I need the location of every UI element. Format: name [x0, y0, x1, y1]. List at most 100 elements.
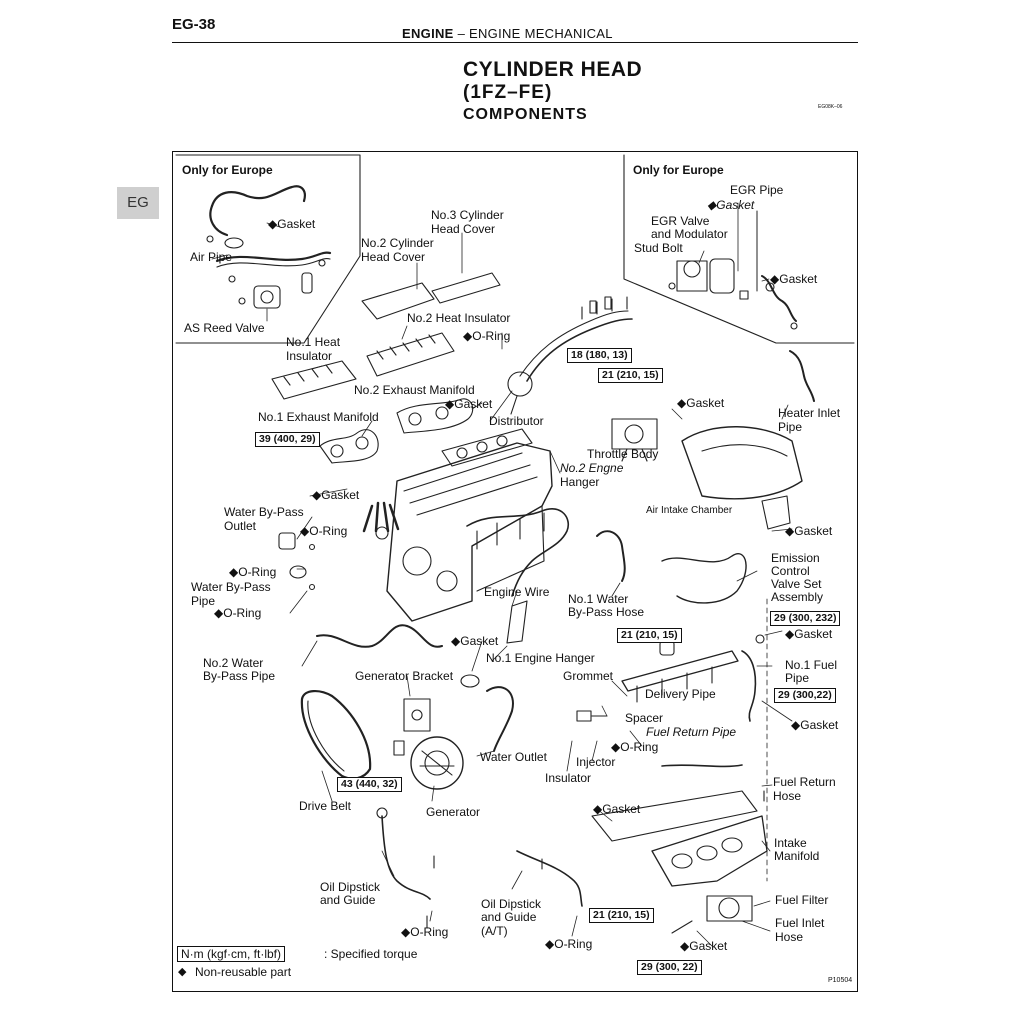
label-engine-wire: Engine Wire — [484, 585, 550, 599]
label-egr-pipe: EGR Pipe — [730, 183, 784, 197]
label-generator: Generator — [426, 805, 481, 819]
label-no1-water-bypass-hose: No.1 Water — [568, 592, 629, 606]
label-air-intake-chamber: Air Intake Chamber — [646, 505, 733, 516]
label-no1-exhaust-manifold: No.1 Exhaust Manifold — [258, 410, 379, 424]
label-injector: Injector — [576, 755, 616, 769]
exploded-parts-drawing — [172, 151, 855, 947]
label-gasket: ◆Gasket — [268, 217, 316, 231]
label-o-ring: ◆O-Ring — [229, 565, 277, 579]
label-spacer: Spacer — [625, 711, 664, 725]
label-drive-belt: Drive Belt — [299, 799, 352, 813]
section-title-bold: ENGINE — [402, 26, 454, 41]
label-no3-cylinder-head-cover: Head Cover — [431, 222, 496, 236]
label-fuel-return-hose: Hose — [773, 789, 802, 803]
label-only-for-europe-right: Only for Europe — [633, 163, 724, 177]
label-oil-dipstick-and-guide-at: Oil Dipstick — [481, 897, 542, 911]
europe-inset-right-border — [623, 154, 855, 344]
page-subtitle: COMPONENTS — [463, 106, 588, 123]
page-title: CYLINDER HEAD — [463, 58, 643, 81]
torque-spec: 18 (180, 13) — [567, 348, 632, 363]
label-no2-cylinder-head-cover: No.2 Cylinder — [361, 236, 434, 250]
europe-inset-left-border — [175, 154, 361, 344]
label-grommet: Grommet — [563, 669, 614, 683]
legend-non-reusable-text: Non-reusable part — [195, 965, 292, 979]
label-emission-control-valve-set: Valve Set — [771, 577, 822, 591]
label-no1-fuel-pipe: Pipe — [785, 671, 810, 685]
document-code: EG08K–06 — [818, 104, 843, 110]
label-no1-fuel-pipe: No.1 Fuel — [785, 658, 838, 672]
engine-model: (1FZ–FE) — [463, 82, 553, 103]
label-oil-dipstick-and-guide-at: and Guide — [481, 910, 537, 924]
label-gasket: ◆Gasket — [791, 718, 839, 732]
label-oil-dipstick-and-guide: and Guide — [320, 893, 376, 907]
label-gasket: ◆Gasket — [785, 524, 833, 538]
label-emission-control-valve-set: Emission — [771, 551, 820, 565]
label-distributor: Distributor — [489, 414, 544, 428]
label-emission-control-valve-set: Control — [771, 564, 810, 578]
label-no2-water-bypass-pipe: By-Pass Pipe — [203, 669, 276, 683]
label-fuel-filter: Fuel Filter — [775, 893, 829, 907]
label-intake-manifold: Intake — [774, 836, 807, 850]
label-gasket: ◆Gasket — [593, 802, 641, 816]
label-water-bypass-outlet: Water By-Pass — [224, 505, 304, 519]
label-insulator: Insulator — [545, 771, 592, 785]
label-stud-bolt: Stud Bolt — [634, 241, 683, 255]
label-delivery-pipe: Delivery Pipe — [645, 687, 716, 701]
label-egr-valve: EGR Valve — [651, 214, 710, 228]
label-o-ring: ◆O-Ring — [214, 606, 262, 620]
label-oil-dipstick-and-guide: Oil Dipstick — [320, 880, 381, 894]
label-no2-water-bypass-pipe: No.2 Water — [203, 656, 264, 670]
label-generator-bracket: Generator Bracket — [355, 669, 454, 683]
label-water-bypass-outlet: Outlet — [224, 519, 257, 533]
torque-spec: 29 (300,22) — [774, 688, 836, 703]
label-emission-control-valve-set: Assembly — [771, 590, 824, 604]
torque-spec: 29 (300, 22) — [637, 960, 702, 975]
torque-spec: 39 (400, 29) — [255, 432, 320, 447]
diagram-frame — [172, 151, 858, 992]
label-no2-cylinder-head-cover: Head Cover — [361, 250, 426, 264]
label-air-pipe: Air Pipe — [190, 250, 233, 264]
legend-torque-text: : Specified torque — [324, 947, 418, 961]
label-o-ring: ◆O-Ring — [463, 329, 511, 343]
legend-non-reusable-mark: ◆ — [178, 966, 187, 978]
label-and-modulator: and Modulator — [651, 227, 728, 241]
section-title-rest: – ENGINE MECHANICAL — [453, 26, 613, 41]
label-heater-inlet-pipe: Heater Inlet — [778, 406, 841, 420]
label-gasket: ◆Gasket — [445, 397, 493, 411]
label-no1-engine-hanger: No.1 Engine Hanger — [486, 651, 595, 665]
label-o-ring: ◆O-Ring — [300, 524, 348, 538]
page-number: EG-38 — [172, 16, 216, 33]
header-rule — [172, 42, 858, 43]
torque-spec: 29 (300, 232) — [770, 611, 841, 626]
label-only-for-europe-left: Only for Europe — [182, 163, 273, 177]
label-water-bypass-pipe: Pipe — [191, 594, 216, 608]
label-no1-water-bypass-hose: By-Pass Hose — [568, 605, 645, 619]
torque-spec: 21 (210, 15) — [617, 628, 682, 643]
torque-spec: 43 (440, 32) — [337, 777, 402, 792]
label-gasket: ◆Gasket — [785, 627, 833, 641]
label-gasket: ◆Gasket — [677, 396, 725, 410]
label-no2-engine-hanger: No.2 Engne — [560, 461, 624, 475]
label-oil-dipstick-and-guide-at: (A/T) — [481, 924, 508, 938]
label-no1-heat-insulator: No.1 Heat — [286, 335, 341, 349]
label-o-ring: ◆O-Ring — [401, 925, 449, 939]
label-no2-heat-insulator: No.2 Heat Insulator — [407, 311, 511, 325]
label-no2-engine-hanger: Hanger — [560, 475, 600, 489]
label-as-reed-valve: AS Reed Valve — [184, 321, 265, 335]
label-fuel-return-pipe: Fuel Return Pipe — [646, 725, 737, 739]
label-fuel-inlet-hose: Fuel Inlet — [775, 916, 825, 930]
section-side-tab: EG — [117, 187, 159, 219]
label-heater-inlet-pipe: Pipe — [778, 420, 803, 434]
label-gasket: ◆Gasket — [680, 939, 728, 953]
torque-spec: 21 (210, 15) — [589, 908, 654, 923]
label-fuel-return-hose: Fuel Return — [773, 775, 836, 789]
legend-torque-unit: N·m (kgf·cm, ft·lbf) — [177, 946, 285, 962]
label-gasket: ◆Gasket — [770, 272, 818, 286]
section-title: ENGINE – ENGINE MECHANICAL — [402, 26, 613, 41]
label-gasket: ◆Gasket — [707, 198, 755, 212]
label-gasket: ◆Gasket — [451, 634, 499, 648]
label-fuel-inlet-hose: Hose — [775, 930, 804, 944]
label-o-ring: ◆O-Ring — [545, 937, 593, 951]
label-no1-heat-insulator: Insulator — [286, 349, 333, 363]
label-water-bypass-pipe: Water By-Pass — [191, 580, 271, 594]
